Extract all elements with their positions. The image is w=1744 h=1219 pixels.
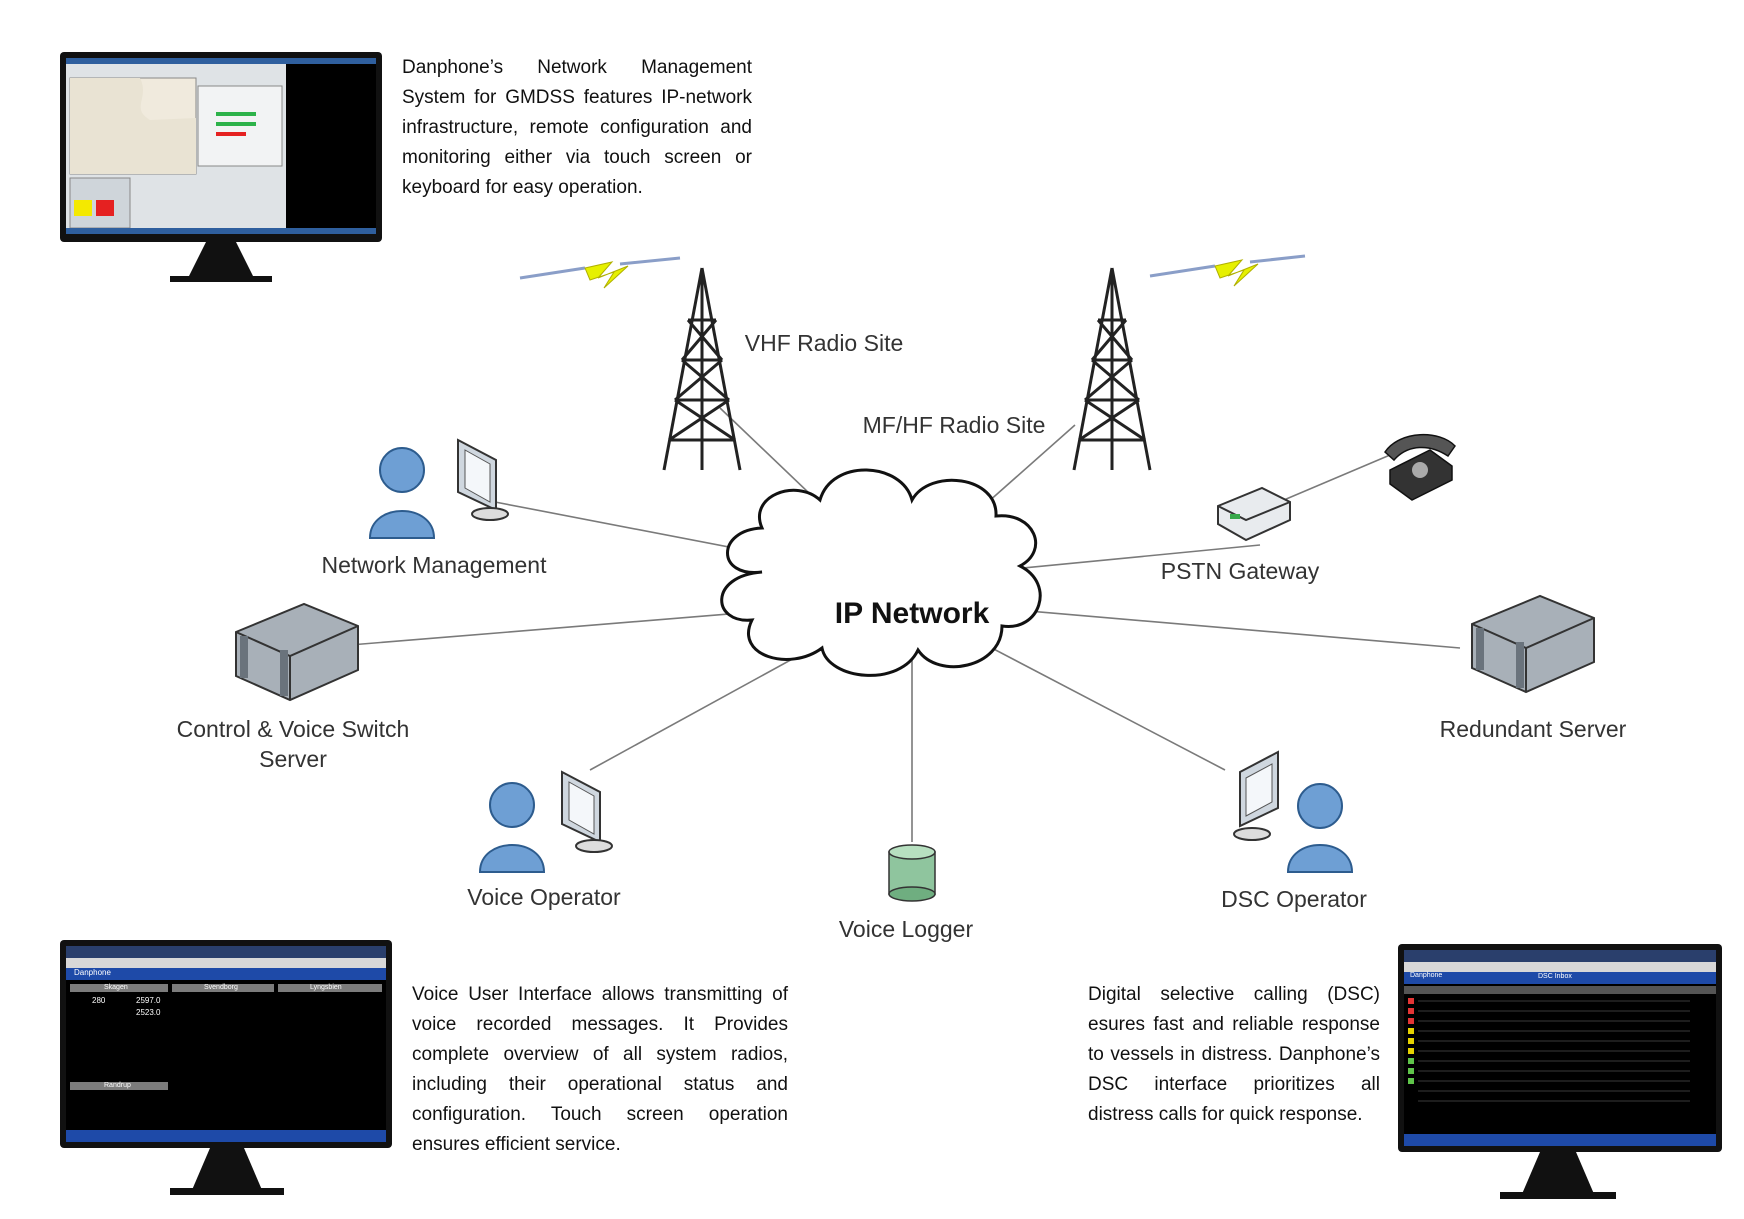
vhf-tower-icon bbox=[662, 267, 742, 471]
voice-app-title: Danphone bbox=[74, 968, 111, 977]
voice-value-2523: 2523.0 bbox=[136, 1008, 161, 1017]
network-management-icon bbox=[368, 438, 509, 539]
voice-site-randrup: Randrup bbox=[104, 1082, 131, 1089]
vhf-radio-site-label: VHF Radio Site bbox=[744, 330, 904, 356]
pstn-gateway-icon bbox=[1217, 486, 1291, 542]
voice-operator-icon bbox=[478, 770, 613, 873]
nms-description: Danphone’s Network Management System for… bbox=[402, 57, 752, 198]
control-server-icon bbox=[235, 602, 359, 702]
mfhf-radio-site-label: MF/HF Radio Site bbox=[862, 412, 1046, 438]
lightning-bolt-left-icon bbox=[519, 256, 681, 289]
pstn-gateway-label: PSTN Gateway bbox=[1160, 558, 1320, 584]
voice-logger-icon bbox=[888, 844, 936, 902]
voice-operator-label: Voice Operator bbox=[467, 884, 621, 910]
voice-site-svendborg: Svendborg bbox=[204, 984, 238, 991]
dsc-operator-label: DSC Operator bbox=[1221, 886, 1367, 912]
dsc-description: Digital selective calling (DSC) esures f… bbox=[1088, 984, 1380, 1125]
lightning-bolt-right-icon bbox=[1149, 254, 1306, 287]
voice-ui-monitor-icon bbox=[60, 940, 392, 1195]
voice-logger-label: Voice Logger bbox=[838, 916, 974, 942]
voice-site-lyngsbien: Lyngsbien bbox=[310, 984, 342, 991]
nms-monitor-icon bbox=[60, 52, 382, 282]
dsc-app-title: Danphone bbox=[1410, 972, 1443, 979]
redundant-server-icon bbox=[1471, 594, 1595, 694]
telephone-icon bbox=[1384, 434, 1456, 501]
voice-ui-description: Voice User Interface allows transmitting… bbox=[412, 984, 788, 1155]
dsc-operator-icon bbox=[1233, 750, 1354, 873]
dsc-monitor-icon bbox=[1398, 944, 1722, 1199]
network-management-label: Network Management bbox=[321, 552, 547, 578]
mfhf-tower-icon bbox=[1072, 267, 1152, 471]
control-voice-switch-server-label: Control & Voice Switch Server bbox=[176, 716, 410, 772]
ip-network-label: IP Network bbox=[834, 597, 990, 630]
ip-network-cloud bbox=[720, 468, 1042, 677]
voice-value-2597: 2597.0 bbox=[136, 996, 161, 1005]
voice-site-skagen: Skagen bbox=[104, 984, 128, 991]
redundant-server-label: Redundant Server bbox=[1439, 716, 1627, 742]
voice-value-280: 280 bbox=[92, 996, 106, 1005]
dsc-header: DSC Inbox bbox=[1538, 973, 1572, 980]
